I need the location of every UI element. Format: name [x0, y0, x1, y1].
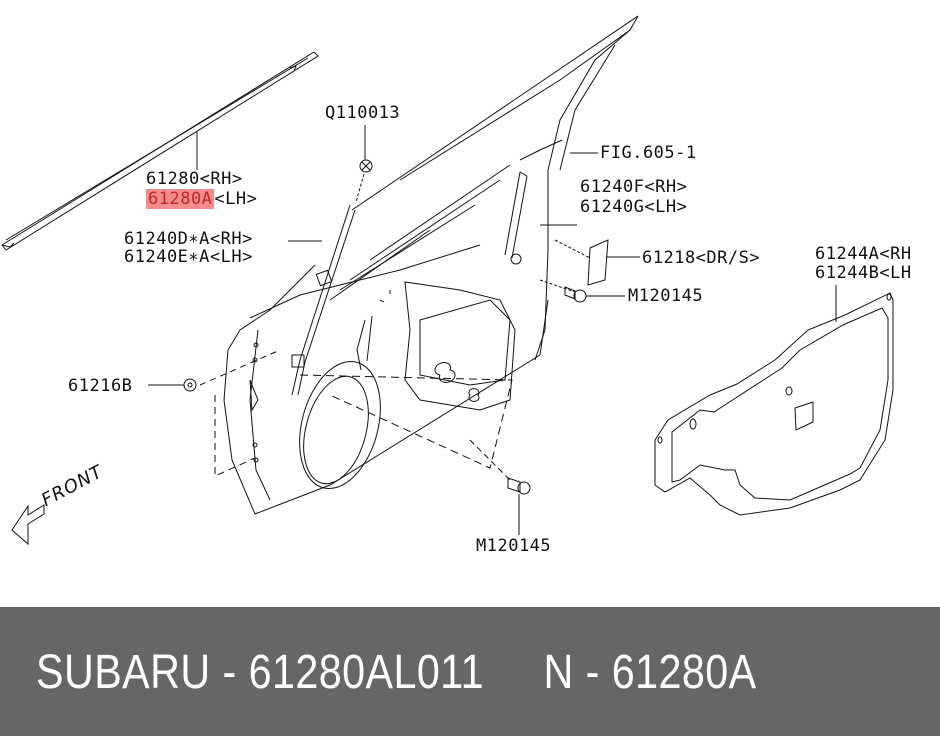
- label-61240e-lh: 61240E∗A<LH>: [124, 247, 253, 267]
- label-61240g-lh: 61240G<LH>: [580, 197, 688, 217]
- part-number-banner: SUBARU - 61280AL011 N - 61280A: [0, 607, 940, 736]
- front-arrow-icon: [11, 504, 45, 546]
- label-61280-rh: 61280<RH>: [146, 169, 243, 189]
- label-61280a-lh: 61280A<LH>: [146, 189, 257, 209]
- label-61244a-rh: 61244A<RH: [815, 244, 912, 264]
- door-drawing: [1, 15, 894, 546]
- label-61218: 61218<DR/S>: [642, 248, 761, 268]
- label-q110013: Q110013: [325, 103, 401, 123]
- banner-text: SUBARU - 61280AL011 N - 61280A: [36, 646, 757, 699]
- highlighted-part-number: 61280A: [146, 189, 215, 209]
- label-61240d-rh: 61240D∗A<RH>: [124, 229, 253, 249]
- label-fig-605-1[interactable]: FIG.605-1: [600, 143, 697, 163]
- weatherstrip-part: [1, 51, 319, 251]
- label-m120145-bottom: M120145: [476, 536, 552, 556]
- sealing-cover-part: [654, 285, 894, 516]
- label-m120145-top: M120145: [628, 286, 704, 306]
- parts-diagram: Q110013 FIG.605-1 61280<RH> 61280A<LH> 6…: [1, 15, 912, 556]
- label-side-lh: <LH>: [214, 189, 258, 209]
- label-61216b: 61216B: [68, 376, 133, 396]
- label-61240f-rh: 61240F<RH>: [580, 177, 688, 197]
- label-61244b-lh: 61244B<LH: [815, 263, 912, 283]
- door-frame: [148, 15, 640, 535]
